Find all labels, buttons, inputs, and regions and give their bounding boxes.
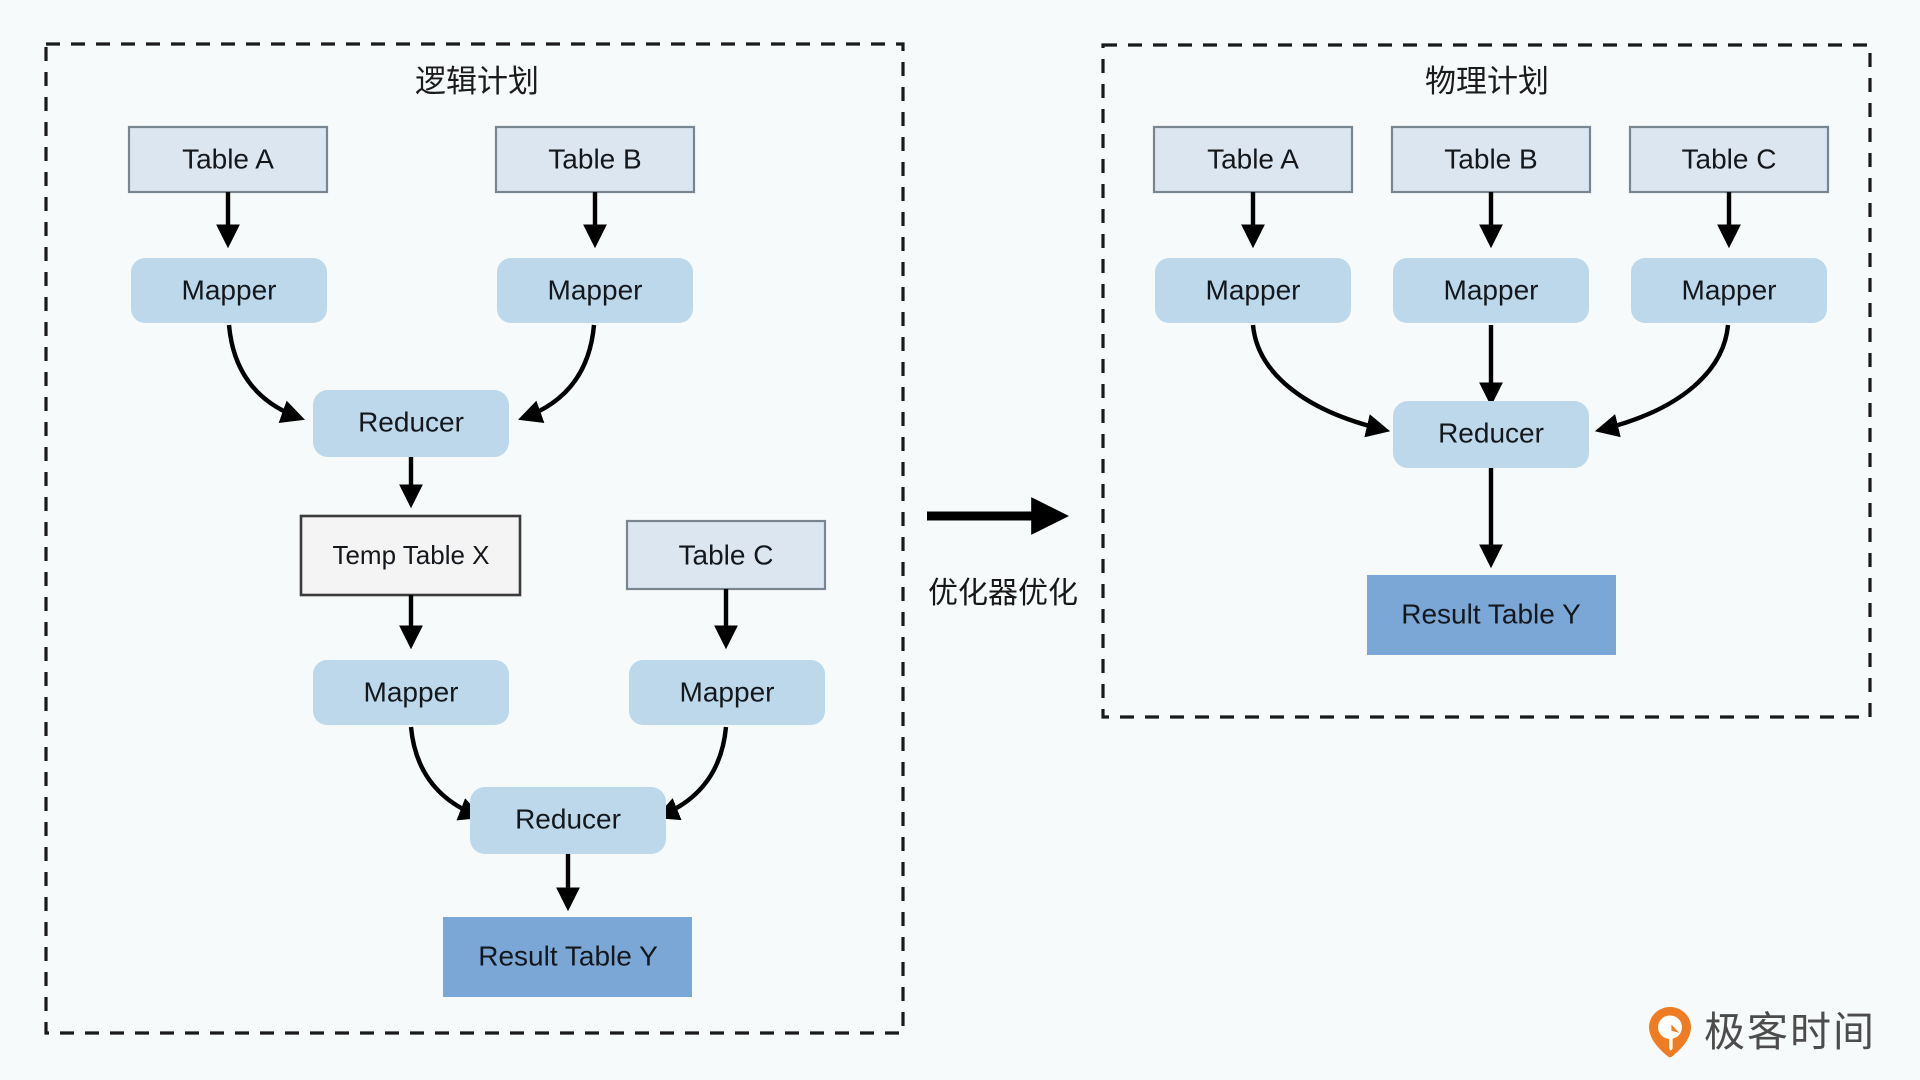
left-panel-frame	[44, 42, 905, 1035]
edge-r-mapper-c-to-reducer	[1594, 324, 1731, 438]
node-temp-table-x-label: Temp Table X	[332, 540, 489, 570]
node-table-a	[127, 125, 329, 194]
node-r-table-c	[1628, 125, 1830, 194]
right-panel-frame	[1101, 43, 1872, 719]
node-r-reducer-label: Reducer	[1438, 417, 1544, 448]
node-mapper-x	[313, 660, 509, 725]
edge-mapper-x-to-reducer-2	[408, 726, 483, 821]
node-mapper-b-label: Mapper	[548, 274, 643, 305]
brand-logo: 极客时间	[1647, 1006, 1876, 1058]
node-table-a-label: Table A	[182, 143, 274, 174]
node-r-mapper-b-label: Mapper	[1444, 274, 1539, 305]
right-panel-title: 物理计划	[1425, 64, 1549, 99]
node-r-table-b-label: Table B	[1444, 143, 1537, 174]
node-table-b	[494, 125, 696, 194]
node-table-c-label: Table C	[679, 539, 774, 570]
node-mapper-b	[497, 258, 693, 323]
transition-label: 优化器优化	[928, 577, 1078, 610]
node-r-mapper-b	[1393, 258, 1589, 323]
node-result-table-y	[443, 917, 692, 997]
node-mapper-c	[629, 660, 825, 725]
left-panel-title: 逻辑计划	[415, 64, 539, 99]
node-mapper-a	[131, 258, 327, 323]
node-r-result-table-y	[1367, 575, 1616, 655]
node-reducer-1	[313, 390, 509, 457]
node-r-mapper-c-label: Mapper	[1682, 274, 1777, 305]
edge-mapper-a-to-reducer-1	[226, 324, 305, 423]
edge-mapper-b-to-reducer-1	[518, 324, 597, 423]
node-r-table-a	[1152, 125, 1354, 194]
node-reducer-2-label: Reducer	[515, 803, 621, 834]
node-mapper-c-label: Mapper	[680, 676, 775, 707]
edge-mapper-c-to-reducer-2	[655, 726, 729, 821]
node-r-table-a-label: Table A	[1207, 143, 1299, 174]
node-r-mapper-a	[1155, 258, 1351, 323]
node-result-table-y-label: Result Table Y	[478, 940, 658, 971]
geektime-pin-icon	[1647, 1006, 1693, 1058]
edge-r-mapper-a-to-reducer	[1250, 324, 1391, 438]
node-r-table-c-label: Table C	[1682, 143, 1777, 174]
node-table-b-label: Table B	[548, 143, 641, 174]
node-reducer-1-label: Reducer	[358, 406, 464, 437]
node-table-c	[625, 519, 827, 591]
node-r-table-b	[1390, 125, 1592, 194]
node-mapper-x-label: Mapper	[364, 676, 459, 707]
node-r-mapper-a-label: Mapper	[1206, 274, 1301, 305]
node-reducer-2	[470, 787, 666, 854]
node-r-result-table-y-label: Result Table Y	[1401, 598, 1581, 629]
node-r-reducer	[1393, 401, 1589, 468]
brand-logo-text: 极客时间	[1704, 1007, 1876, 1056]
node-mapper-a-label: Mapper	[182, 274, 277, 305]
node-r-mapper-c	[1631, 258, 1827, 323]
